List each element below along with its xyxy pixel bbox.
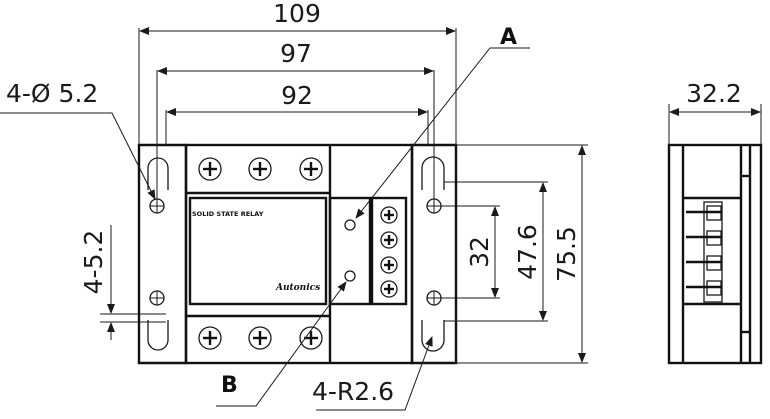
dim-slot: 4-5.2: [79, 230, 108, 295]
terminal-screw: [198, 157, 222, 181]
dim-height-inner: 32: [465, 236, 494, 268]
side-terminal: [686, 205, 722, 221]
dim-width-overall: 109: [273, 0, 321, 28]
side-view: [667, 104, 763, 365]
dimension-lines: [0, 27, 588, 411]
side-outline: [667, 143, 763, 365]
dim-depth: 32.2: [686, 79, 742, 108]
device-label: SOLID STATE RELAY: [192, 210, 264, 218]
mounting-hole: [149, 198, 165, 214]
control-terminal-strip: [370, 196, 408, 306]
dim-height-overall: 75.5: [552, 226, 581, 282]
dim-height-mid: 47.6: [513, 224, 542, 280]
relay-body: [184, 143, 414, 365]
brand-logo: Autonics: [275, 283, 320, 293]
side-terminal: [686, 230, 722, 246]
side-terminal: [686, 280, 722, 296]
led-b: [344, 270, 356, 282]
label-panel: [188, 196, 328, 306]
mounting-hole: [426, 198, 442, 214]
control-screw: [380, 231, 398, 249]
mounting-hole: [426, 290, 442, 306]
mounting-hole: [149, 290, 165, 306]
dim-width-mid: 97: [280, 39, 312, 68]
dim-width-inner: 92: [281, 81, 313, 110]
terminal-screw: [299, 326, 323, 350]
control-screw: [380, 256, 398, 274]
control-screw: [380, 206, 398, 224]
dim-radius: 4-R2.6: [312, 377, 394, 406]
terminal-screw: [248, 326, 272, 350]
terminal-screw: [198, 326, 222, 350]
side-terminal: [686, 255, 722, 271]
terminal-screw: [248, 157, 272, 181]
base-outline: [137, 143, 188, 365]
callout-a: A: [500, 25, 517, 50]
dim-hole-diameter: 4-Ø 5.2: [6, 79, 98, 108]
led-a: [344, 219, 356, 231]
front-view: SOLID STATE RELAY Autonics: [137, 143, 458, 365]
callout-b: B: [221, 373, 238, 398]
terminal-screw: [299, 157, 323, 181]
control-screw: [380, 280, 398, 298]
